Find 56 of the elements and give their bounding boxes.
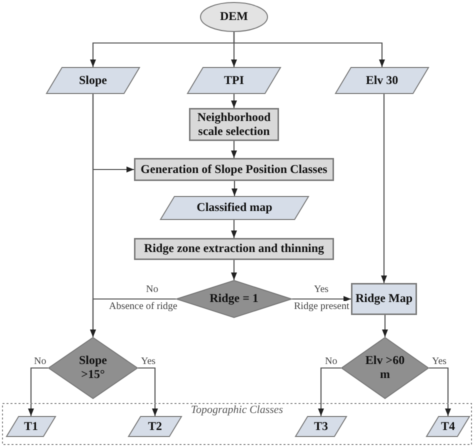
- node-label: Ridge Map: [356, 292, 412, 306]
- node-label: Classified map: [196, 201, 272, 215]
- node-label: Slope: [78, 74, 107, 88]
- node-label: Elv >60 m: [364, 354, 406, 382]
- node-label: TPI: [224, 74, 244, 88]
- data-parallelogram: [128, 416, 182, 437]
- data-parallelogram: [187, 67, 281, 94]
- node-label: Ridge zone extraction and thinning: [144, 242, 324, 256]
- data-parallelogram: [335, 67, 429, 94]
- arrow: [231, 181, 238, 196]
- decision-diamond: [176, 280, 292, 318]
- edge-label: No: [145, 284, 160, 295]
- edge-label: No: [324, 356, 338, 367]
- node-label: Slope >15°: [78, 354, 108, 382]
- arrow: [382, 315, 388, 337]
- group-frame: [2, 403, 472, 445]
- edge-label: Yes: [431, 356, 448, 367]
- arrow: [292, 296, 351, 302]
- data-parallelogram: [6, 416, 56, 437]
- process-box: [134, 238, 334, 260]
- arrow: [380, 94, 388, 283]
- node-label: Ridge = 1: [210, 292, 258, 306]
- node-label: Elv 30: [366, 74, 398, 88]
- node-label: Generation of Slope Position Classes: [140, 162, 328, 176]
- arrow: [230, 260, 238, 280]
- arrow: [233, 32, 386, 67]
- node-label: T2: [148, 420, 162, 434]
- arrow: [318, 367, 341, 416]
- data-parallelogram: [295, 416, 347, 437]
- data-parallelogram: [426, 416, 470, 437]
- process-box: [134, 158, 334, 181]
- decision-diamond: [48, 337, 138, 399]
- node-label: T3: [314, 420, 328, 434]
- note-label: Absence of ridge: [108, 301, 178, 312]
- arrow: [230, 94, 238, 108]
- process-box: [189, 108, 279, 141]
- arrow: [138, 367, 158, 416]
- node-label: T4: [440, 420, 455, 434]
- edge-label: Yes: [140, 356, 157, 367]
- edge-label: Yes: [313, 284, 330, 295]
- arrow: [429, 367, 452, 416]
- arrow: [230, 220, 238, 238]
- arrow: [90, 298, 176, 337]
- edge-label: No: [33, 356, 48, 367]
- arrow: [28, 367, 48, 416]
- group-heading: Topographic Classes: [190, 404, 284, 417]
- data-parallelogram: [46, 67, 140, 94]
- note-label: Ridge present: [293, 301, 350, 312]
- node-label: DEM: [220, 10, 248, 24]
- data-parallelogram: [160, 196, 309, 220]
- process-box: [351, 283, 417, 315]
- arrow: [230, 141, 238, 158]
- decision-diamond: [341, 337, 429, 399]
- node-label: Neighborhood scale selection: [196, 110, 272, 138]
- input-ellipse: [200, 2, 268, 32]
- node-label: T1: [24, 420, 38, 434]
